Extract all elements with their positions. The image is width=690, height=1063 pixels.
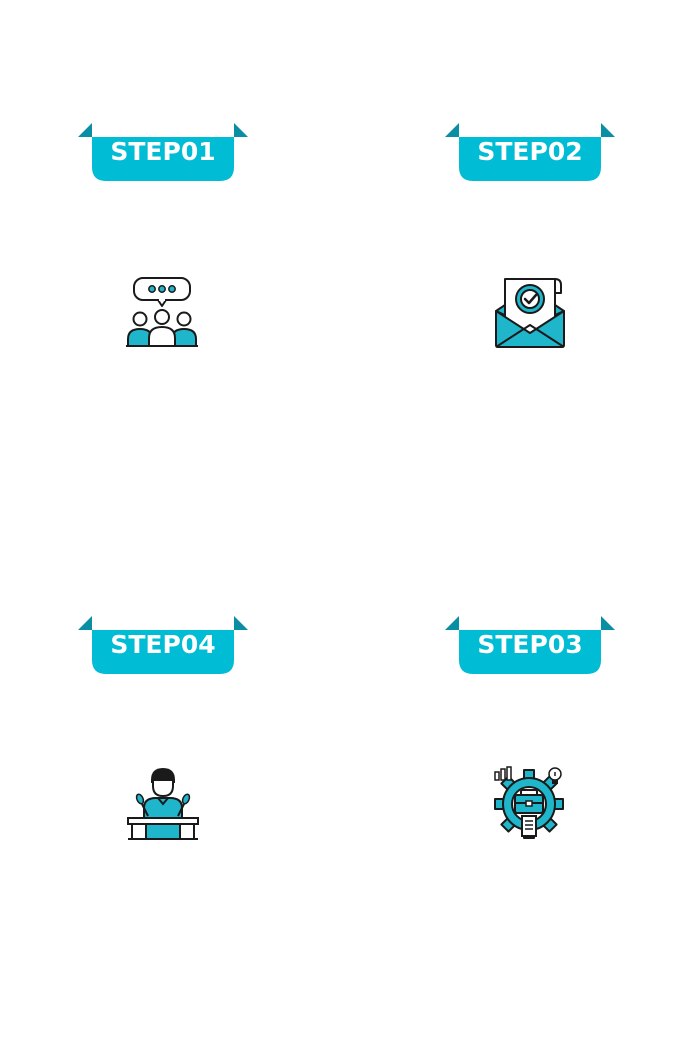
step-ribbon: STEP03	[445, 614, 615, 676]
step-card-2: STEP02	[445, 121, 615, 361]
step-label: STEP02	[477, 137, 583, 166]
step-label: STEP01	[110, 137, 216, 166]
step-card-3: STEP03	[445, 614, 615, 854]
step-card-4: STEP04	[78, 614, 248, 854]
business-gear-icon	[494, 766, 564, 839]
team-discussion-icon	[126, 277, 198, 347]
approval-envelope-icon	[495, 278, 565, 348]
ribbon-shape	[445, 123, 615, 181]
step-ribbon: STEP01	[78, 121, 248, 183]
ribbon-shape	[78, 123, 248, 181]
ribbon-shape	[78, 616, 248, 674]
step-card-1: STEP01	[78, 121, 248, 361]
speaker-podium-icon	[127, 768, 199, 840]
ribbon-shape	[445, 616, 615, 674]
step-label: STEP04	[110, 630, 216, 659]
step-ribbon: STEP02	[445, 121, 615, 183]
step-label: STEP03	[477, 630, 583, 659]
step-ribbon: STEP04	[78, 614, 248, 676]
